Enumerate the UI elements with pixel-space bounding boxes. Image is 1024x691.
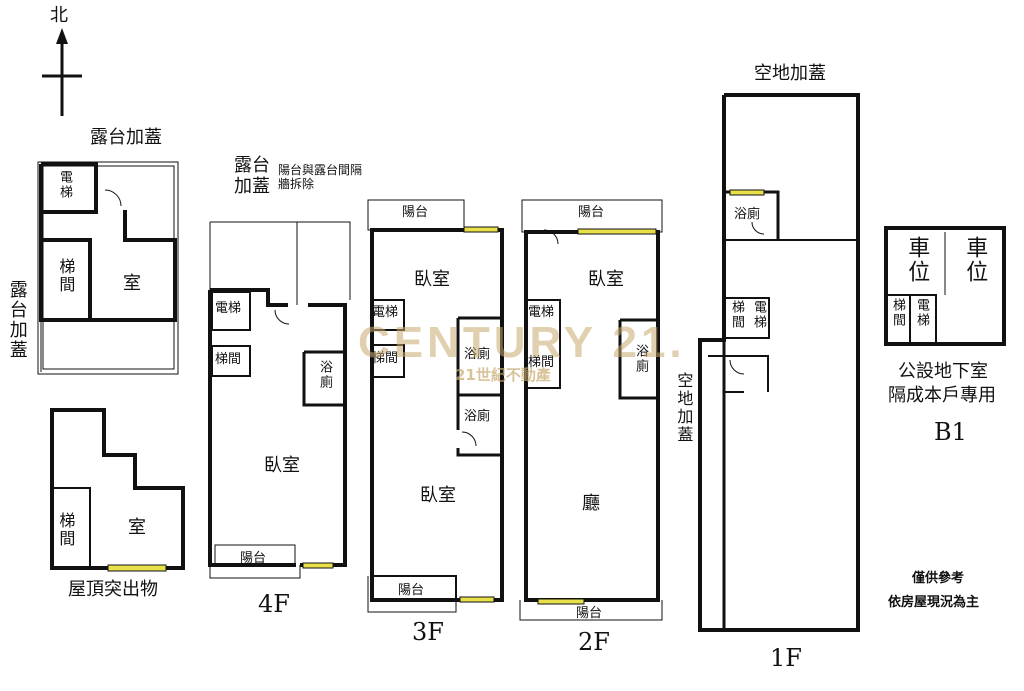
b1-parking2-label: 車位 xyxy=(962,236,988,284)
f4-terrace-addon-label: 露台加蓋 xyxy=(234,155,270,197)
f1-top-addon-label: 空地加蓋 xyxy=(754,63,826,84)
f2-side-addon-label: 空地加蓋 xyxy=(674,372,694,444)
basement-plan xyxy=(884,226,1006,346)
window-mark xyxy=(107,564,167,572)
f1-bath-label: 浴廁 xyxy=(734,207,761,222)
window-mark xyxy=(463,226,499,233)
f3-bath1-label: 浴廁 xyxy=(464,347,491,362)
roof-structure-room-label: 室 xyxy=(128,517,146,538)
f4-bedroom-label: 臥室 xyxy=(264,455,300,476)
f3-floor-label: 3F xyxy=(412,618,444,646)
f2-bedroom-label: 臥室 xyxy=(588,269,624,290)
f4-stairs-label: 梯間 xyxy=(215,352,242,367)
f4-floor-label: 4F xyxy=(258,590,290,618)
roof-side-terrace-addon-label: 露台加蓋 xyxy=(6,280,28,360)
f2-balcony-bottom-label: 陽台 xyxy=(576,606,603,621)
f3-bedroom-label: 臥室 xyxy=(420,485,456,506)
watermark-subtitle: 21世紀不動產 xyxy=(455,366,551,384)
b1-parking1-label: 車位 xyxy=(904,236,930,284)
b1-stairs-label: 梯間 xyxy=(889,298,905,328)
roof-room-label: 室 xyxy=(123,273,141,294)
f3-stairs-label: 梯間 xyxy=(372,351,399,366)
roof-elevator-label: 電梯 xyxy=(56,170,72,200)
f3-balcony-top-label: 陽台 xyxy=(402,205,429,220)
f4-balcony-label: 陽台 xyxy=(240,551,267,566)
f3-balcony-bottom-label: 陽台 xyxy=(398,583,425,598)
window-mark xyxy=(302,562,334,569)
f4-wall-removal-note: 陽台與露台間隔牆拆除 xyxy=(278,163,363,191)
f2-floor-label: 2F xyxy=(578,628,610,656)
f3-elevator-label: 電梯 xyxy=(372,305,399,320)
north-label: 北 xyxy=(50,5,68,26)
f4-elevator-label: 電梯 xyxy=(215,301,242,316)
f2-living-label: 廳 xyxy=(582,493,600,514)
roof-stairs-label: 梯間 xyxy=(56,258,76,294)
floor-1f-plan xyxy=(698,93,860,632)
f3-bath2-label: 浴廁 xyxy=(464,409,491,424)
b1-note-line2: 隔成本戶專用 xyxy=(888,385,996,406)
f3-bedroom-top-label: 臥室 xyxy=(414,269,450,290)
floor-4f-plan xyxy=(208,221,351,579)
f2-bath-label: 浴廁 xyxy=(632,344,648,374)
floor-2f-plan xyxy=(519,199,663,621)
roof-plan xyxy=(37,161,179,375)
f2-elevator-label: 電梯 xyxy=(528,305,555,320)
window-mark xyxy=(459,596,495,603)
window-mark xyxy=(577,228,657,235)
f1-floor-label: 1F xyxy=(770,644,802,672)
floor-3f-plan xyxy=(367,199,504,613)
f1-stairs-label: 梯間 xyxy=(728,300,744,330)
roof-structure-stairs-label: 梯間 xyxy=(56,512,76,548)
f2-balcony-top-label: 陽台 xyxy=(578,205,605,220)
f1-elevator-label: 電梯 xyxy=(750,300,766,330)
roof-terrace-addon-label: 露台加蓋 xyxy=(90,127,162,148)
disclaimer-line2: 依房屋現況為主 xyxy=(888,595,980,610)
disclaimer-line1: 僅供參考 xyxy=(912,571,965,586)
watermark-brand: CENTURY 21. xyxy=(358,318,686,367)
north-arrow-icon xyxy=(42,28,82,116)
window-mark xyxy=(537,598,585,605)
b1-elevator-label: 電梯 xyxy=(913,298,929,328)
roof-structure-plan xyxy=(50,408,185,570)
b1-floor-label: B1 xyxy=(934,418,967,446)
f2-stairs-label: 梯間 xyxy=(528,355,555,370)
window-mark xyxy=(729,189,765,196)
roof-structure-caption: 屋頂突出物 xyxy=(68,579,158,600)
f4-bath-label: 浴廁 xyxy=(316,360,332,390)
b1-note-line1: 公設地下室 xyxy=(898,361,988,382)
